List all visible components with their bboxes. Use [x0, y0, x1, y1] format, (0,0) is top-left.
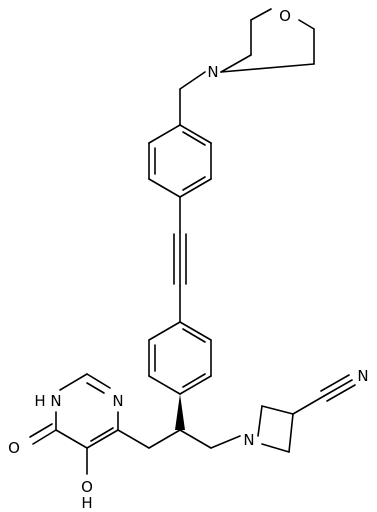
- bond: [210, 435, 241, 449]
- bond: [86, 429, 119, 449]
- atom-morpholine-oxygen: O: [279, 7, 291, 25]
- bond: [179, 124, 212, 144]
- bond: [220, 54, 252, 73]
- bond: [117, 429, 150, 449]
- atom-azetidine-nitrogen: N: [243, 431, 254, 449]
- bond: [320, 374, 350, 392]
- bond: [182, 131, 206, 146]
- bond: [261, 443, 290, 453]
- bond: [220, 63, 315, 73]
- atom-pyrimidine-hydrogen-1: H: [34, 392, 45, 410]
- atom-hydroxy-hydrogen: H: [81, 494, 92, 512]
- bond: [55, 429, 88, 449]
- bond: [182, 328, 206, 343]
- bond: [90, 427, 114, 442]
- bond: [250, 8, 272, 21]
- bond: [288, 413, 294, 453]
- bond: [179, 321, 212, 341]
- bond: [32, 429, 57, 445]
- bond: [86, 373, 111, 389]
- bond: [179, 375, 212, 395]
- atom-pyrimidine-nitrogen-1: N: [50, 392, 61, 410]
- bond: [29, 423, 53, 438]
- atom-nitrile-nitrogen: N: [357, 367, 368, 385]
- bond: [182, 373, 206, 388]
- atom-carbonyl-oxygen: O: [8, 439, 20, 457]
- bond: [179, 178, 212, 198]
- bond: [182, 176, 206, 191]
- bond: [148, 124, 181, 144]
- atom-morpholine-nitrogen: N: [207, 63, 218, 81]
- bond: [257, 405, 263, 437]
- atom-labels: O N N N H O O H N N: [8, 7, 369, 512]
- bond: [148, 178, 181, 198]
- bond: [326, 384, 356, 402]
- bonds: [29, 8, 356, 475]
- bond: [298, 19, 315, 30]
- bond: [261, 405, 294, 415]
- atom-pyrimidine-nitrogen-3: N: [112, 392, 123, 410]
- atom-hydroxy-oxygen: O: [81, 478, 93, 496]
- bond: [179, 429, 212, 449]
- bond: [179, 71, 206, 90]
- bond: [323, 379, 353, 397]
- bond: [59, 373, 88, 391]
- bond: [148, 429, 181, 449]
- wedge-bond: [175, 394, 185, 430]
- bond: [148, 375, 181, 395]
- bond: [148, 321, 181, 341]
- bond: [292, 395, 325, 415]
- bond: [86, 382, 105, 394]
